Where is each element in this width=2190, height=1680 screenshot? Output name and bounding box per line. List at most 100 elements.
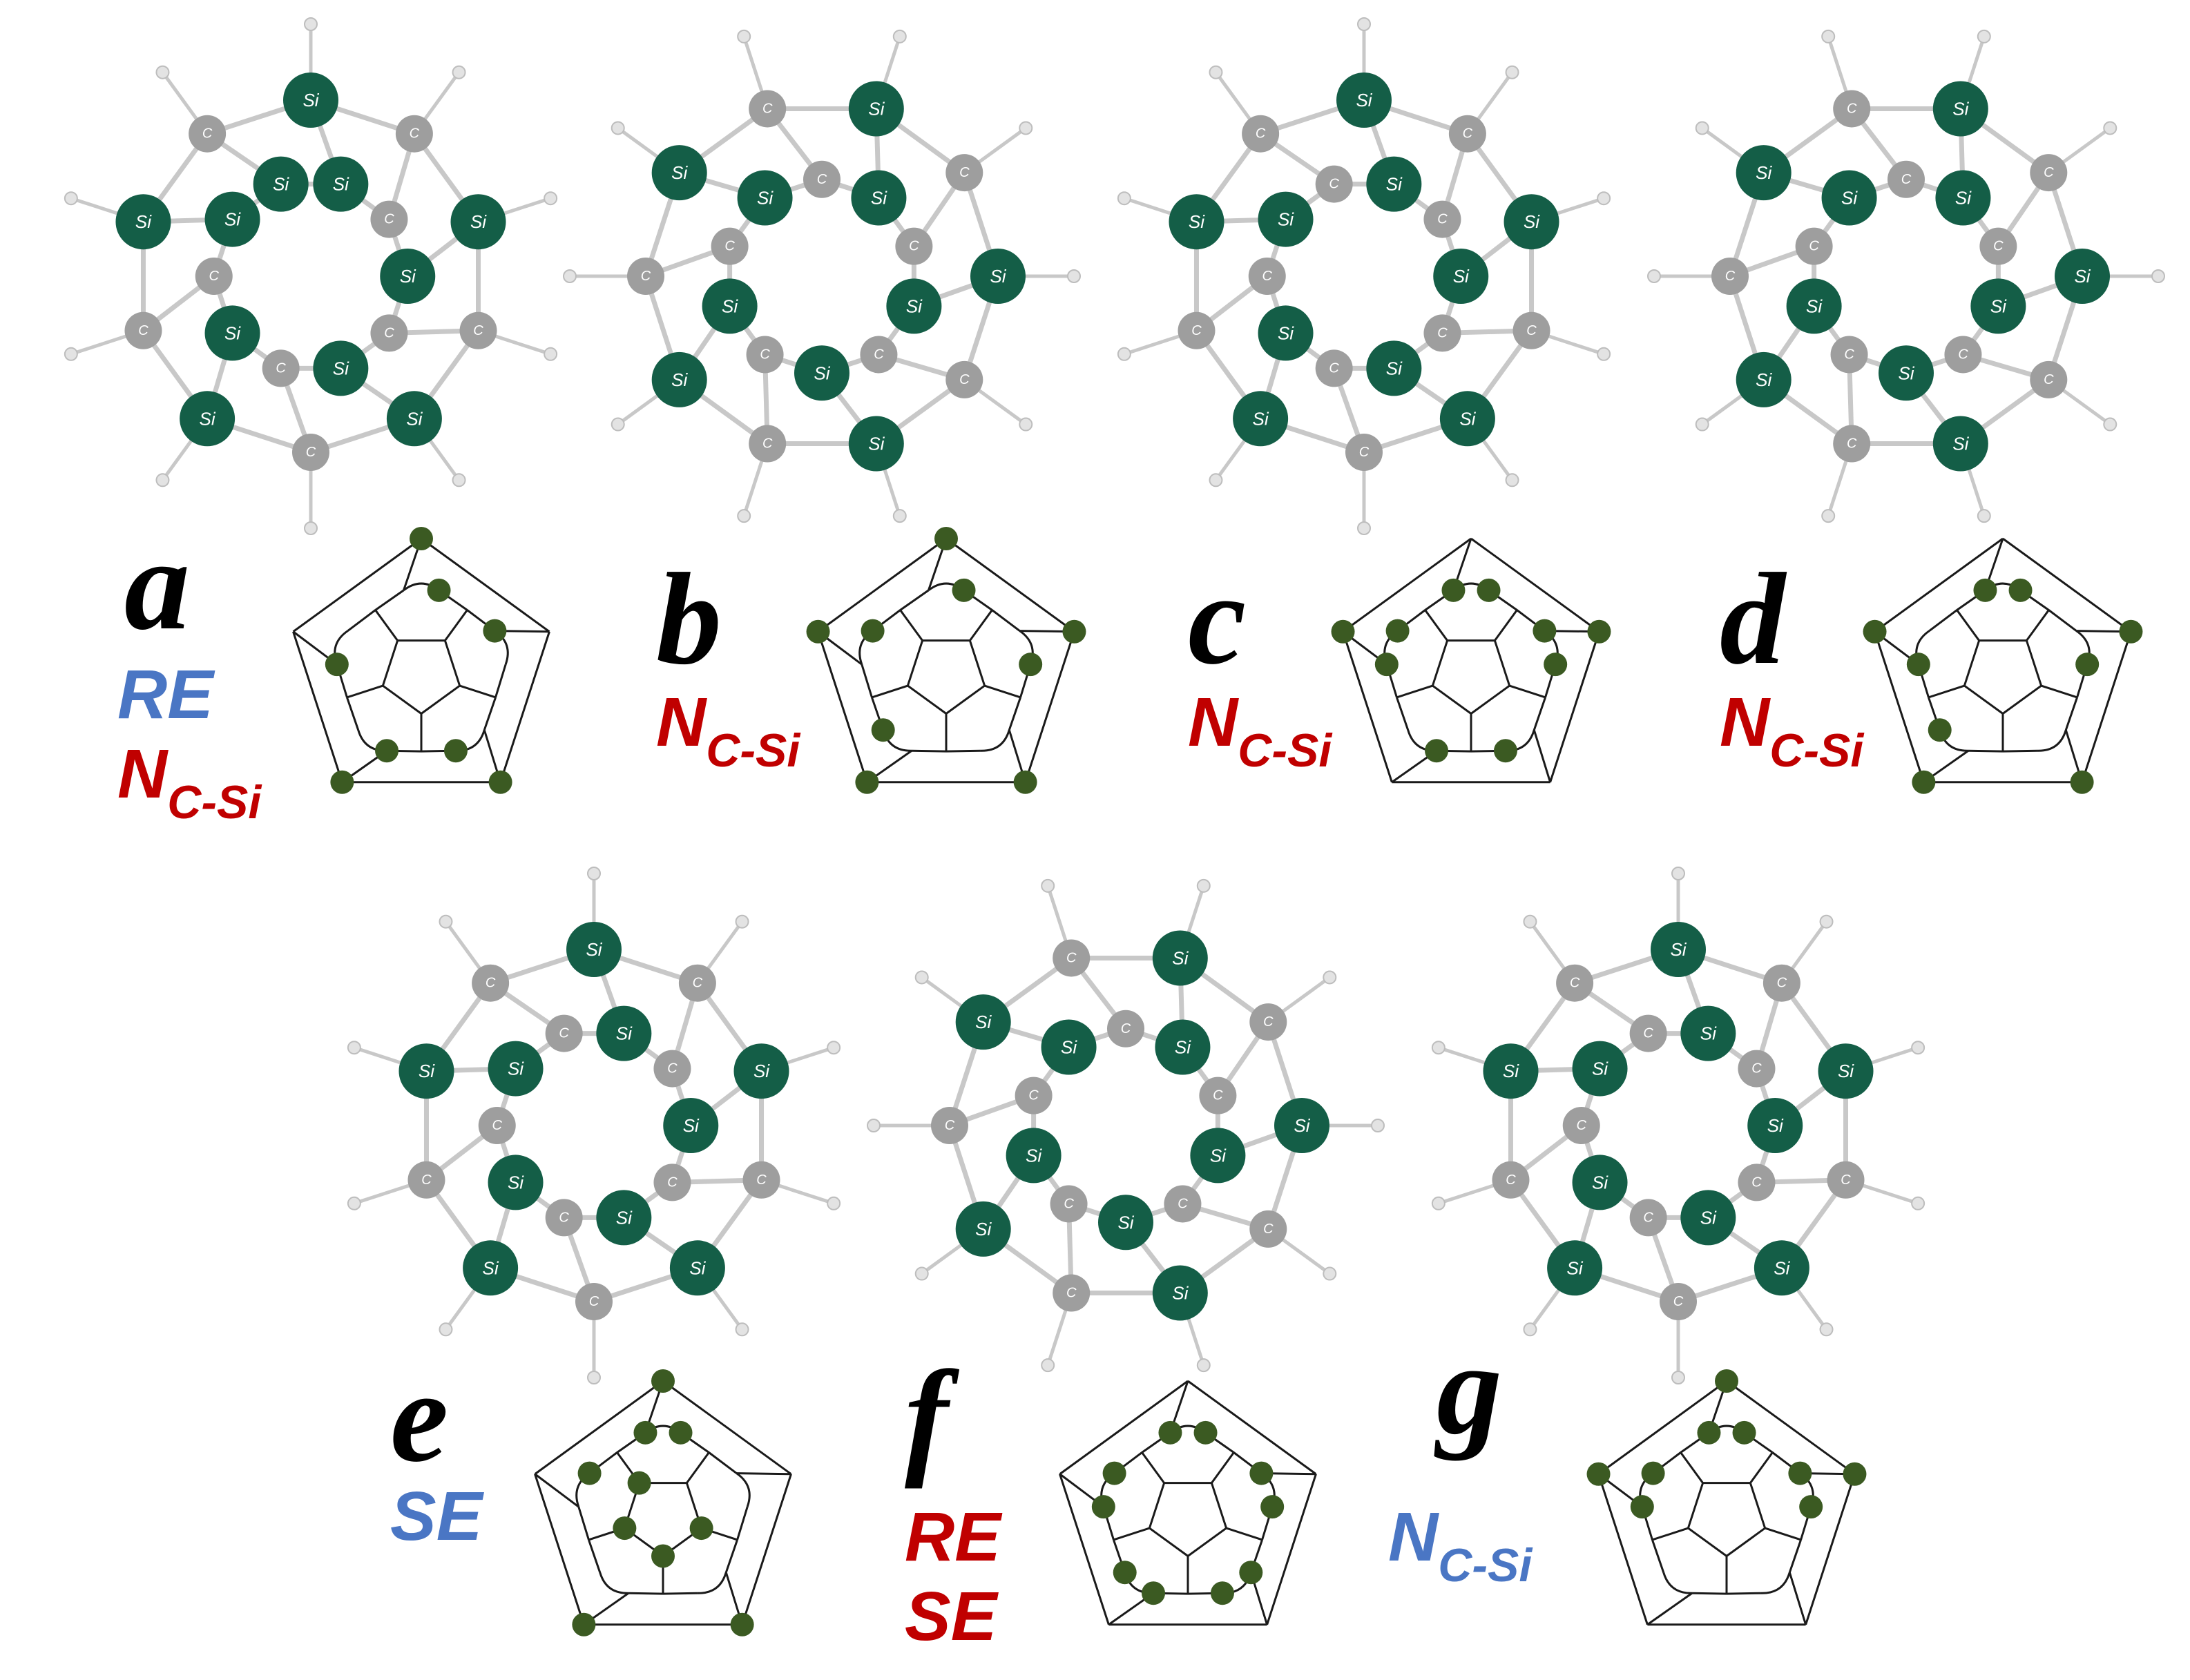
schlegel-edge	[980, 729, 1010, 752]
c-atom	[1423, 200, 1461, 238]
si-atom-label: Si	[671, 369, 688, 390]
schlegel-edge	[1533, 697, 1546, 731]
schlegel-edge	[1874, 631, 1925, 783]
si-atom-label: Si	[990, 266, 1006, 287]
hydrogen-atom	[611, 417, 625, 432]
si-atom-label: Si	[1026, 1145, 1042, 1166]
c-atom	[945, 154, 983, 192]
c-atom-label: C	[202, 126, 213, 142]
si-atom-label: Si	[1524, 211, 1540, 232]
schlegel-si-node	[2119, 619, 2143, 644]
hydrogen-atom	[544, 347, 558, 361]
si-atom	[2055, 249, 2110, 304]
c-atom-label: C	[1463, 126, 1473, 142]
schlegel-edge	[1141, 1451, 1165, 1484]
si-atom	[1736, 351, 1792, 407]
si-atom	[1233, 391, 1289, 447]
si-atom	[737, 170, 793, 226]
si-atom	[1152, 1265, 1208, 1321]
c-atom	[653, 1164, 691, 1201]
c-atom	[1629, 1014, 1667, 1052]
c-atom-label: C	[1506, 1172, 1516, 1188]
schlegel-si-node	[1863, 619, 1887, 644]
schlegel-edge	[1680, 1451, 1704, 1484]
schlegel-edge	[899, 589, 930, 611]
c-atom-label: C	[1256, 126, 1266, 142]
c-atom-label: C	[1066, 1286, 1077, 1301]
hydrogen-atom	[1371, 1119, 1385, 1132]
si-atom	[1190, 1128, 1246, 1184]
schlegel-edge	[1956, 609, 1980, 641]
schlegel-edge	[421, 537, 550, 633]
hydrogen-atom	[2103, 121, 2117, 135]
si-atom	[380, 249, 436, 304]
schlegel-si-node	[1928, 718, 1952, 742]
hydrogen-atom	[737, 509, 751, 523]
si-atom	[180, 391, 236, 447]
schlegel-edge	[346, 684, 383, 699]
c-atom	[395, 115, 433, 153]
hydrogen-atom	[1431, 1041, 1445, 1055]
c-atom-label: C	[874, 347, 884, 362]
hydrogen-atom	[892, 509, 907, 523]
si-atom-label: Si	[1503, 1061, 1519, 1081]
si-atom-label: Si	[400, 266, 416, 287]
si-atom	[488, 1041, 544, 1097]
c-atom-label: C	[959, 372, 970, 387]
si-atom-label: Si	[1172, 947, 1189, 968]
schlegel-edge	[724, 1539, 738, 1573]
si-atom	[1754, 1240, 1809, 1296]
hydrogen-atom	[304, 17, 318, 31]
c-atom-label: C	[1958, 347, 1968, 362]
si-atom	[1651, 922, 1706, 977]
c-atom-label: C	[945, 1118, 955, 1133]
si-atom-label: Si	[1386, 174, 1403, 195]
schlegel-edge	[382, 684, 422, 715]
hydrogen-atom	[452, 65, 466, 79]
si-atom-label: Si	[689, 1257, 706, 1278]
schlegel-si-node	[1210, 1581, 1234, 1605]
schlegel-si-node	[1843, 1462, 1867, 1486]
schlegel-si-node	[1013, 770, 1037, 794]
c-atom-label: C	[667, 1175, 678, 1190]
si-atom-label: Si	[508, 1059, 524, 1079]
c-atom-label: C	[1263, 1222, 1274, 1237]
schlegel-edge	[1687, 1527, 1727, 1557]
schlegel-edge	[444, 609, 468, 641]
si-atom	[1547, 1240, 1603, 1296]
schlegel-si-node	[934, 527, 958, 550]
c-atom	[1315, 165, 1353, 203]
c-atom-label: C	[1178, 1196, 1188, 1211]
si-atom	[733, 1043, 789, 1099]
schlegel-edge	[292, 537, 422, 633]
schlegel-si-node	[1799, 1495, 1823, 1519]
schlegel-edge	[459, 684, 497, 699]
si-atom-label: Si	[1117, 1212, 1134, 1233]
schlegel-edge	[577, 1506, 590, 1541]
c-atom	[1492, 1161, 1530, 1199]
schlegel-si-node	[572, 1612, 596, 1636]
si-atom-label: Si	[1278, 322, 1294, 343]
hydrogen-atom	[1671, 1371, 1685, 1384]
schlegel-si-node	[1193, 1420, 1218, 1445]
si-atom-label: Si	[1453, 266, 1470, 287]
schlegel-si-node	[1331, 619, 1355, 644]
schlegel-si-node	[1493, 739, 1517, 763]
c-atom	[749, 90, 787, 128]
c-atom-label: C	[138, 323, 148, 338]
c-atom-label: C	[2044, 165, 2054, 180]
si-atom	[1736, 145, 1792, 201]
si-atom	[1258, 305, 1314, 361]
c-atom	[1738, 1050, 1776, 1088]
c-atom-label: C	[209, 269, 220, 284]
hydrogen-atom	[1041, 878, 1055, 893]
schlegel-si-node	[577, 1461, 602, 1485]
schlegel-si-node	[1239, 1561, 1263, 1585]
panel-tag: SE	[390, 1478, 485, 1555]
schlegel-edge	[871, 684, 908, 699]
schlegel-si-node	[427, 578, 451, 602]
schlegel-edge	[1470, 537, 1600, 633]
